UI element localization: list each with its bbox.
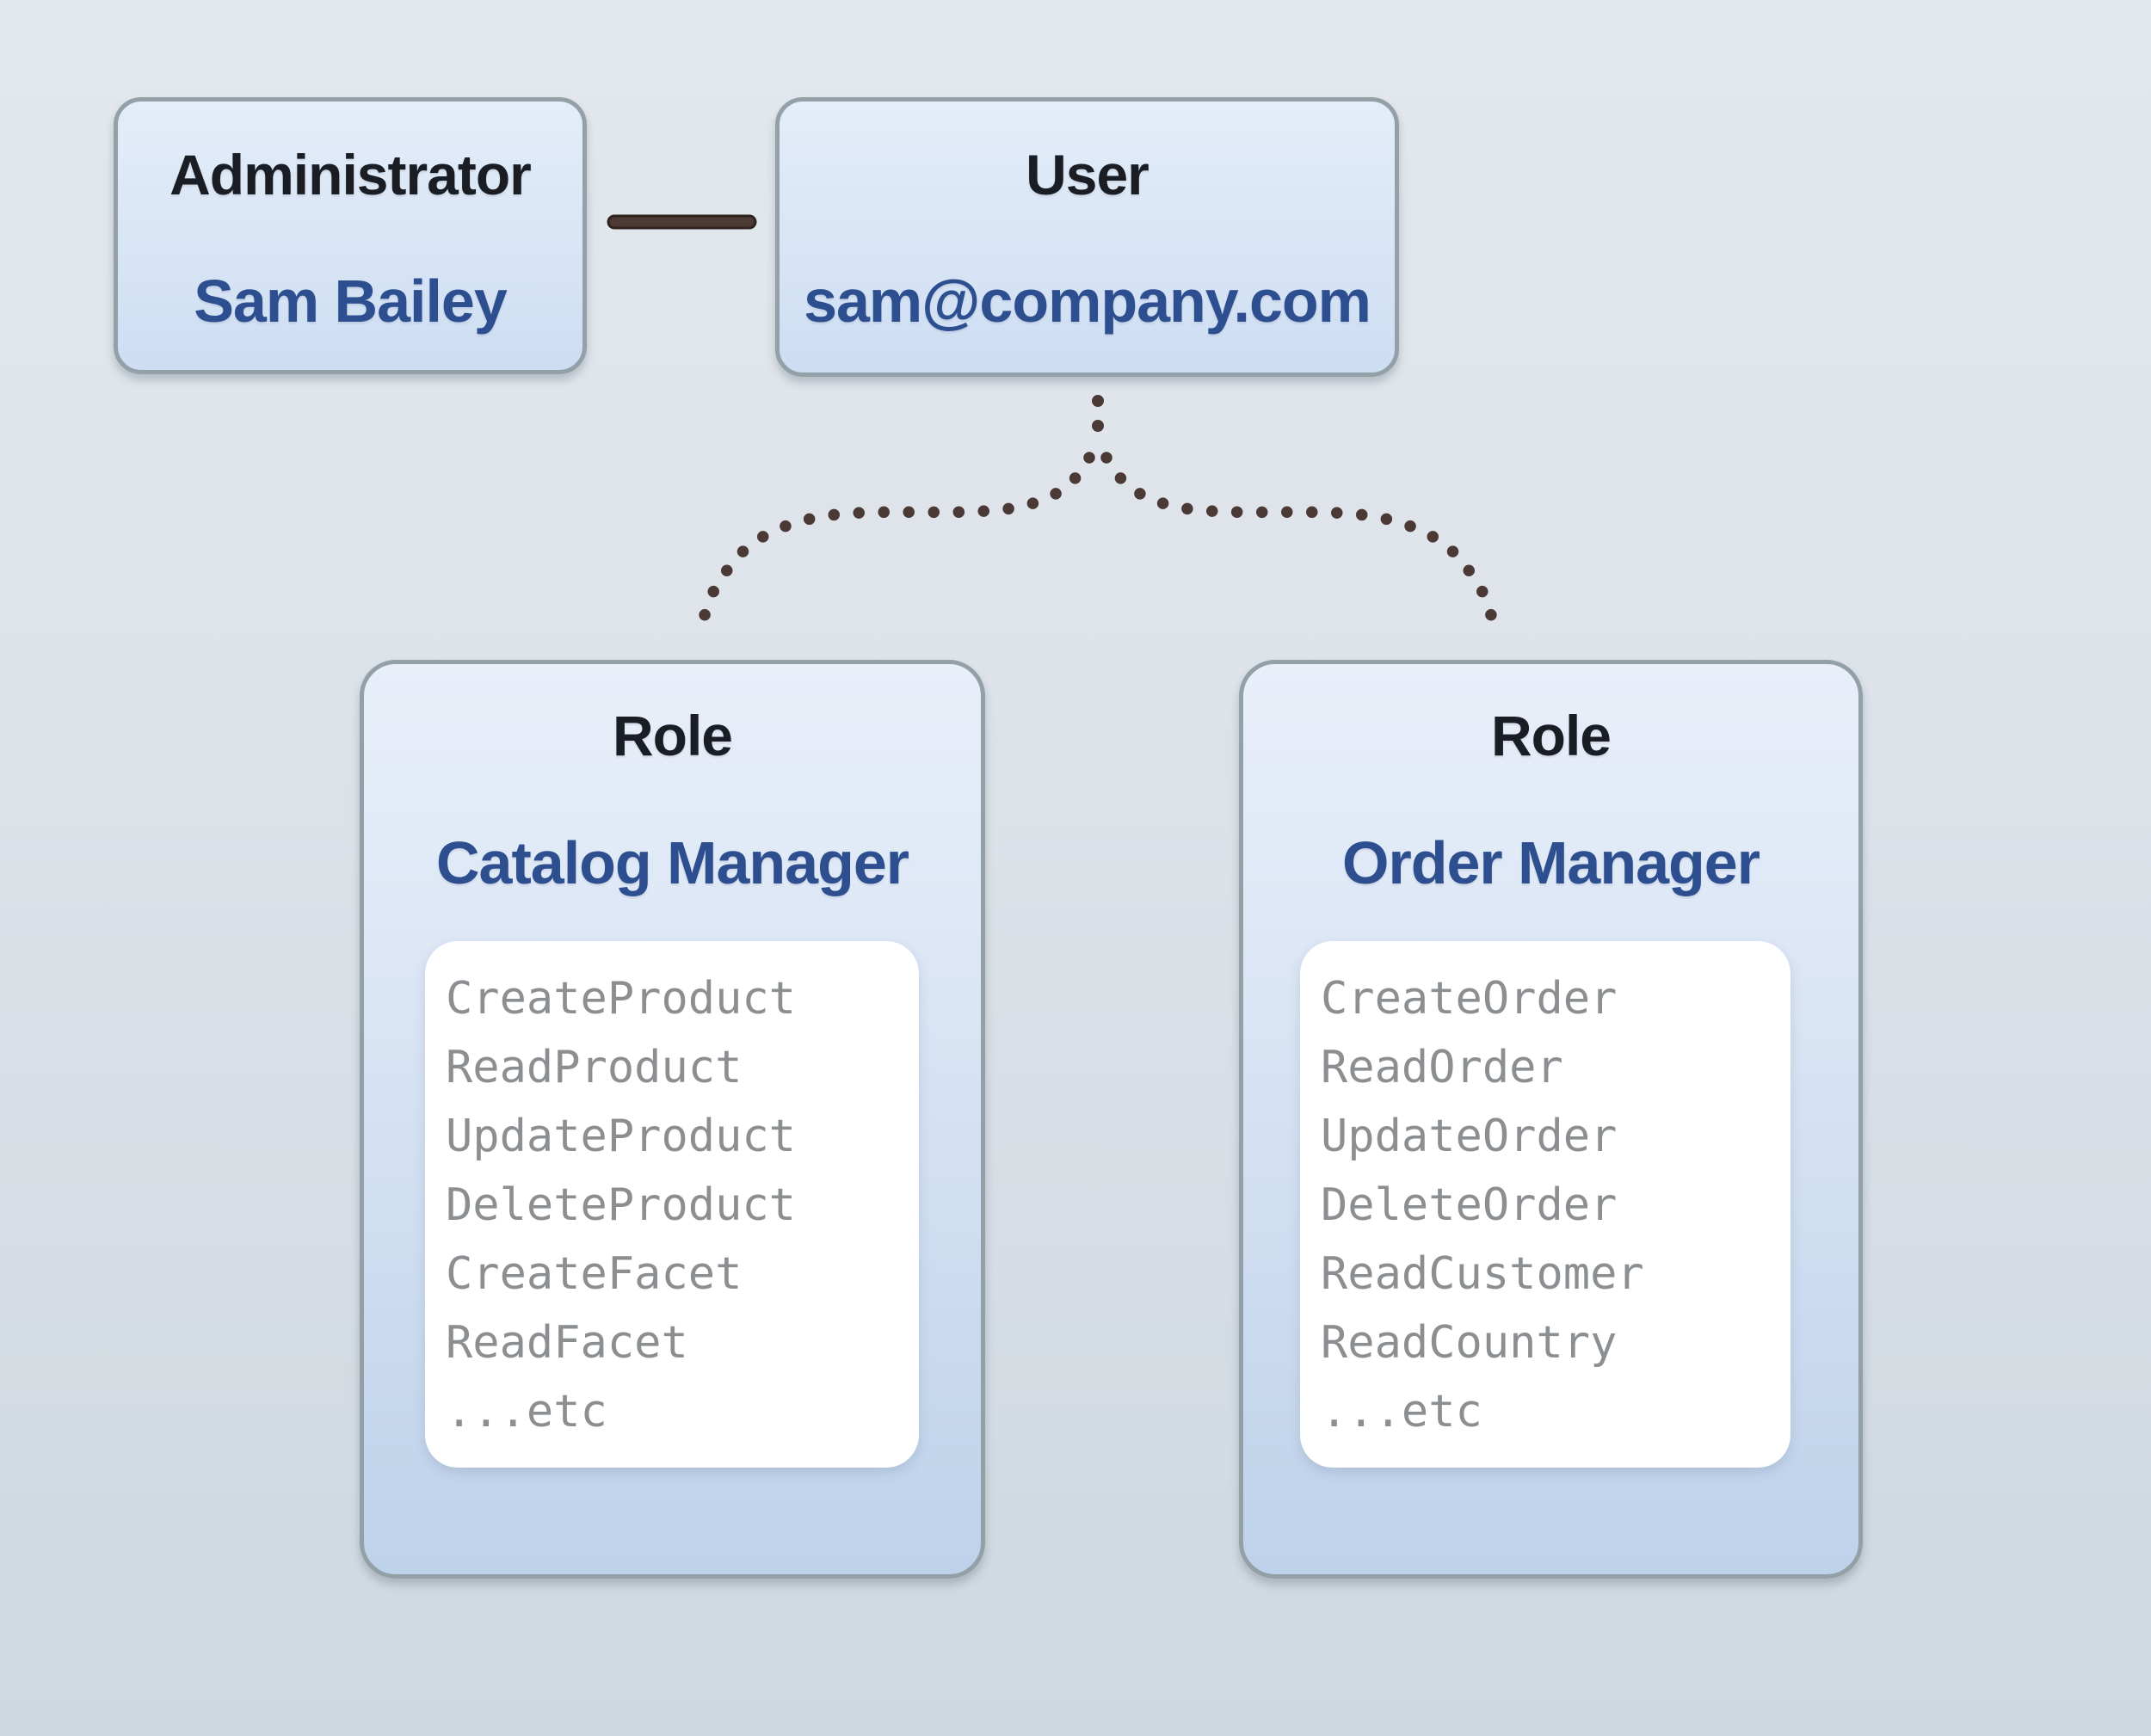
permissions-panel-order: CreateOrder ReadOrder UpdateOrder Delete… [1300,941,1790,1468]
role-card-catalog-manager: Role Catalog Manager CreateProduct ReadP… [360,660,985,1579]
role-card-title: Role [612,704,733,767]
permission-item: CreateProduct [446,973,796,1025]
permission-item: DeleteOrder [1321,1179,1618,1231]
permission-item: ReadOrder [1321,1042,1563,1093]
permission-item: DeleteProduct [446,1179,796,1231]
role-name-catalog-manager: Catalog Manager [436,829,909,896]
role-card-title: Role [1490,704,1612,767]
permission-item: ReadCustomer [1321,1248,1644,1300]
permission-item: ReadCountry [1321,1317,1618,1369]
permission-item: UpdateProduct [446,1111,796,1162]
user-role-link-left [697,452,1095,631]
permission-item: CreateFacet [446,1248,743,1300]
role-name-order-manager: Order Manager [1342,829,1760,896]
administrator-card: Administrator Sam Bailey [114,97,587,374]
permission-item: UpdateOrder [1321,1111,1618,1162]
user-email: sam@company.com [804,268,1371,335]
permission-item: ...etc [1321,1386,1482,1437]
permission-item: ...etc [446,1386,607,1437]
permission-item: ReadProduct [446,1042,743,1093]
administrator-name: Sam Bailey [194,268,508,335]
permission-item: CreateOrder [1321,973,1618,1025]
role-card-order-manager: Role Order Manager CreateOrder ReadOrder… [1239,660,1863,1579]
user-card-title: User [1026,143,1149,206]
user-role-link-right [1100,452,1499,631]
user-card: User sam@company.com [775,97,1399,377]
permission-item: ReadFacet [446,1317,688,1369]
permissions-panel-catalog: CreateProduct ReadProduct UpdateProduct … [425,941,919,1468]
administrator-card-title: Administrator [169,143,532,206]
